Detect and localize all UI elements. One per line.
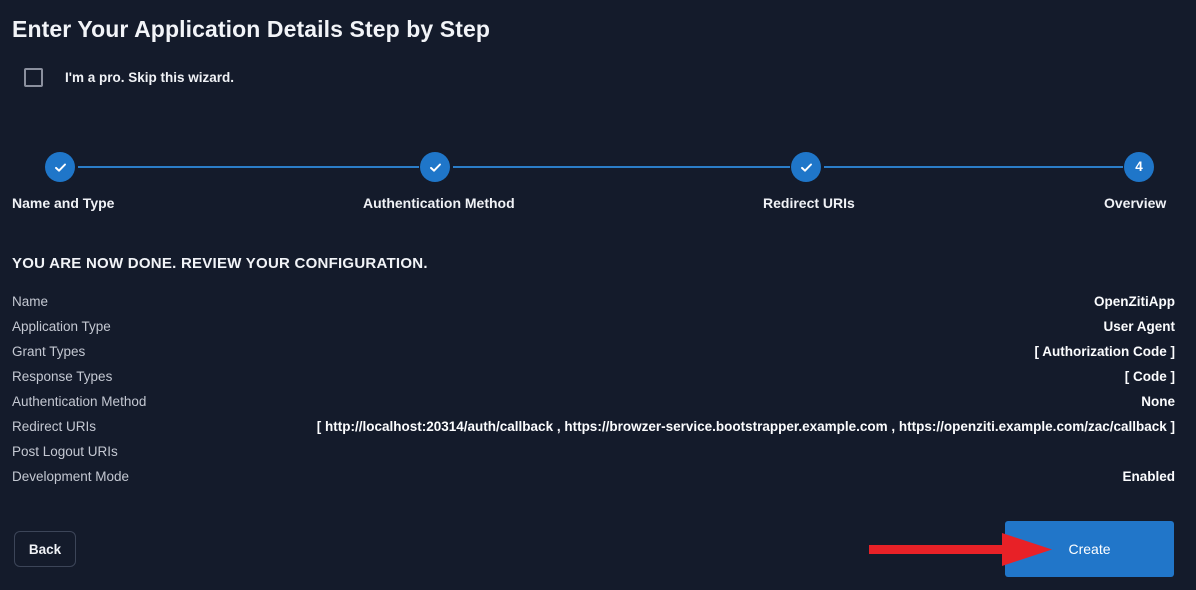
step-circle-authentication-method[interactable] [420, 152, 450, 182]
skip-wizard-checkbox[interactable] [24, 68, 43, 87]
step-connector-1 [78, 166, 419, 168]
check-icon [428, 160, 443, 175]
step-connector-3 [824, 166, 1123, 168]
summary-row: Response Types [ Code ] [12, 364, 1175, 389]
review-heading: YOU ARE NOW DONE. REVIEW YOUR CONFIGURAT… [12, 255, 428, 272]
step-circle-redirect-uris[interactable] [791, 152, 821, 182]
check-icon [53, 160, 68, 175]
summary-row: Application Type User Agent [12, 314, 1175, 339]
summary-value: [ http://localhost:20314/auth/callback ,… [316, 419, 1175, 434]
summary-label: Name [12, 294, 49, 309]
step-connector-2 [453, 166, 790, 168]
step-label-overview: Overview [1104, 195, 1167, 211]
summary-value: User Agent [1103, 319, 1175, 334]
summary-row: Name OpenZitiApp [12, 289, 1175, 314]
summary-row: Development Mode Enabled [12, 464, 1175, 489]
summary-row: Post Logout URIs [12, 439, 1175, 464]
summary-value: Enabled [1122, 469, 1175, 484]
summary-label: Development Mode [12, 469, 130, 484]
summary-label: Response Types [12, 369, 113, 384]
summary-row: Redirect URIs [ http://localhost:20314/a… [12, 414, 1175, 439]
step-label-redirect-uris: Redirect URIs [763, 195, 855, 211]
page-title: Enter Your Application Details Step by S… [12, 16, 491, 42]
step-circle-overview[interactable]: 4 [1124, 152, 1154, 182]
step-label-name-and-type: Name and Type [12, 195, 115, 211]
wizard-stepper: 4 [0, 152, 1196, 184]
summary-row: Grant Types [ Authorization Code ] [12, 339, 1175, 364]
step-label-authentication-method: Authentication Method [363, 195, 515, 211]
create-button[interactable]: Create [1005, 521, 1174, 577]
summary-label: Grant Types [12, 344, 86, 359]
summary-label: Authentication Method [12, 394, 147, 409]
summary-row: Authentication Method None [12, 389, 1175, 414]
wizard-stepper-labels: Name and Type Authentication Method Redi… [0, 195, 1196, 215]
step-circle-name-and-type[interactable] [45, 152, 75, 182]
summary-value: [ Code ] [1124, 369, 1175, 384]
configuration-summary: Name OpenZitiApp Application Type User A… [12, 289, 1175, 489]
summary-value: OpenZitiApp [1094, 294, 1175, 309]
summary-label: Redirect URIs [12, 419, 97, 434]
skip-wizard-row[interactable]: I'm a pro. Skip this wizard. [24, 68, 234, 87]
check-icon [799, 160, 814, 175]
step-number-label: 4 [1135, 159, 1143, 175]
skip-wizard-label: I'm a pro. Skip this wizard. [65, 70, 234, 85]
summary-label: Post Logout URIs [12, 444, 118, 459]
summary-value: [ Authorization Code ] [1034, 344, 1175, 359]
summary-label: Application Type [12, 319, 111, 334]
summary-value: None [1141, 394, 1175, 409]
back-button[interactable]: Back [14, 531, 76, 567]
